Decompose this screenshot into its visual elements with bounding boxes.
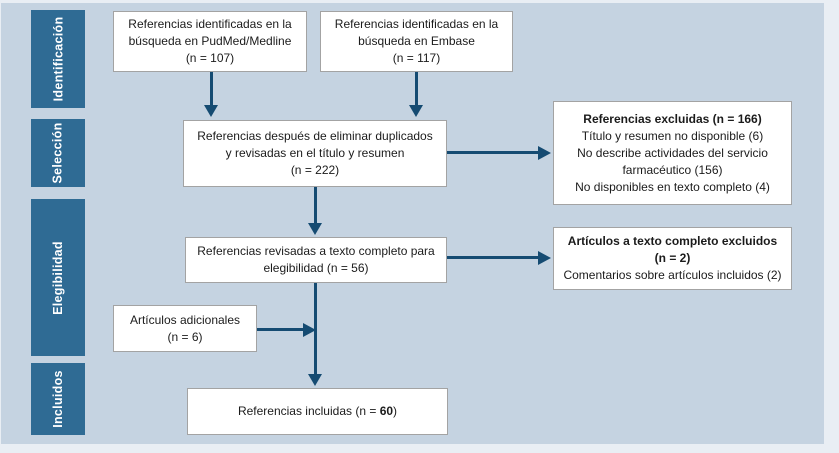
box-included-references-line: Referencias incluidas (n = 60): [238, 403, 397, 420]
stage-identification-label: Identificación: [51, 16, 65, 102]
box-included-suffix: ): [393, 404, 398, 418]
box-additional-articles: Artículos adicionales (n = 6): [113, 305, 257, 352]
box-embase-search: Referencias identificadas en la búsqueda…: [320, 11, 513, 72]
stage-screening: Selección: [31, 119, 85, 187]
box-pubmed-search: Referencias identificadas en la búsqueda…: [113, 11, 307, 72]
box-included-count: 60: [379, 404, 394, 418]
box-fulltext-excluded: Artículos a texto completo excluidos (n …: [553, 227, 792, 290]
box-pubmed-line-1: Referencias identificadas en la: [128, 17, 292, 31]
stage-screening-label: Selección: [51, 122, 65, 184]
box-deduplicated-count: (n = 222): [290, 163, 340, 177]
box-deduplicated: Referencias después de eliminar duplicad…: [183, 120, 447, 187]
box-included-references: Referencias incluidas (n = 60): [187, 388, 448, 435]
diagram-background-panel: [1, 3, 824, 444]
box-embase-line-2: búsqueda en Embase: [358, 34, 475, 48]
box-embase-line-1: Referencias identificadas en la: [334, 17, 499, 31]
box-embase-count: (n = 117): [392, 51, 441, 65]
box-fulltext-excluded-reason-1: Comentarios sobre artículos incluidos (2…: [563, 268, 782, 282]
stage-included: Incluidos: [31, 363, 85, 435]
box-excluded-references-title: Referencias excluidas (n = 166): [583, 111, 762, 126]
stage-included-label: Incluidos: [51, 370, 66, 428]
box-excluded-reason-2: No describe actividades del servicio far…: [577, 145, 768, 177]
box-additional-articles-count: (n = 6): [167, 329, 203, 344]
box-excluded-reason-1: Título y resumen no disponible (6): [581, 128, 764, 143]
box-excluded-references: Referencias excluidas (n = 166) Título y…: [553, 101, 792, 205]
box-fulltext-excluded-title-1: Artículos a texto completo excluidos: [567, 234, 778, 248]
box-included-prefix: Referencias incluidas (n =: [237, 404, 380, 418]
box-fulltext-excluded-title-2: (n = 2): [654, 251, 691, 265]
box-fulltext-review: Referencias revisadas a texto completo p…: [185, 237, 447, 283]
box-additional-articles-line-1: Artículos adicionales: [129, 312, 241, 327]
box-fulltext-review-line-1: Referencias revisadas a texto completo p…: [197, 244, 435, 258]
stage-eligibility-label: Elegibilidad: [51, 240, 65, 315]
stage-identification: Identificación: [31, 10, 85, 108]
box-pubmed-count: (n = 107): [185, 51, 235, 65]
box-deduplicated-line-1: Referencias después de eliminar duplicad…: [197, 129, 433, 143]
box-fulltext-review-line-2: elegibilidad (n = 56): [263, 261, 369, 275]
box-pubmed-line-2: búsqueda en PudMed/Medline: [128, 34, 292, 48]
box-excluded-reason-3: No disponibles en texto completo (4): [575, 179, 770, 194]
stage-eligibility: Elegibilidad: [31, 199, 85, 356]
box-deduplicated-line-2: y revisadas en el título y resumen: [225, 146, 405, 160]
